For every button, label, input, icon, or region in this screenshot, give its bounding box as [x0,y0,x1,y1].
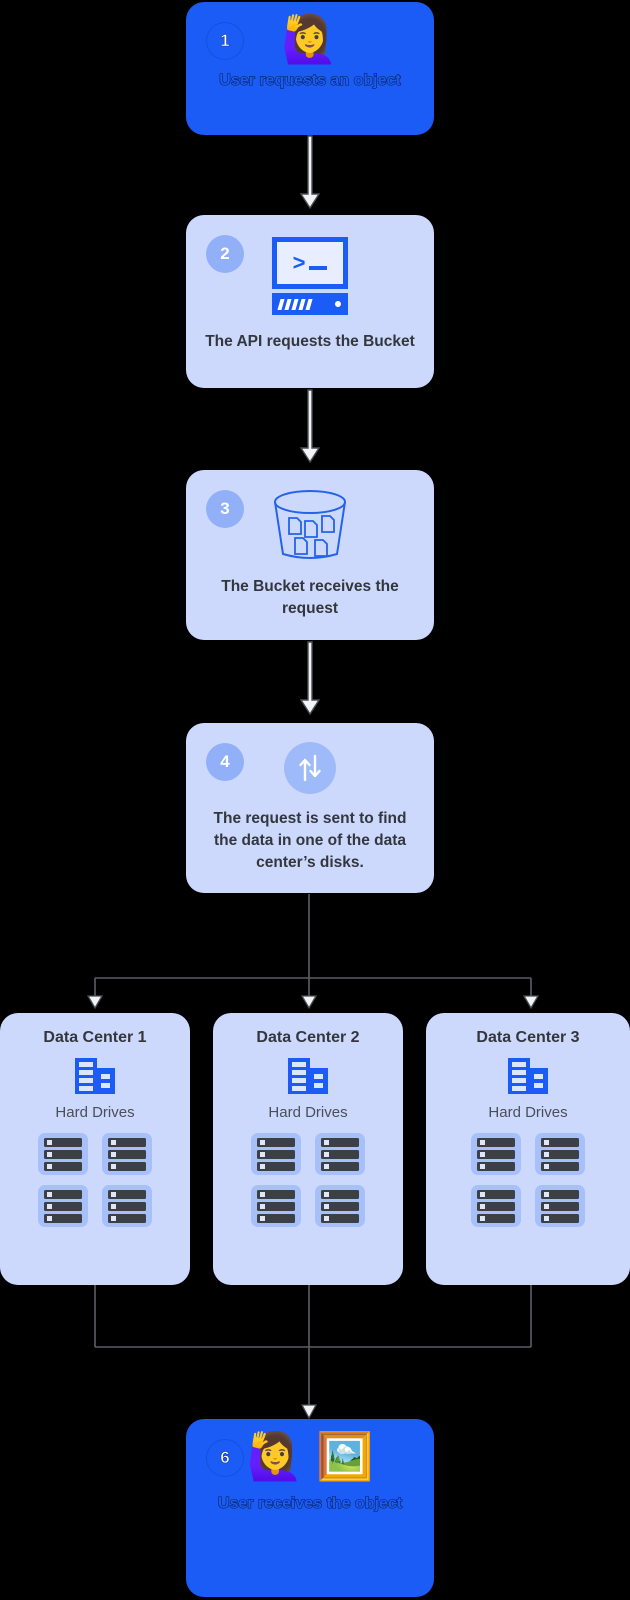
step-badge-2: 2 [206,235,244,273]
hard-drive-icon [535,1133,585,1175]
hard-drive-icon [102,1133,152,1175]
connector-3-to-4 [296,641,324,720]
office-building-icon [73,1056,117,1096]
step-label-1: User requests an object [219,71,402,89]
bucket-with-documents-icon [267,488,353,564]
hard-drive-icon [315,1185,365,1227]
step-card-1[interactable]: 1 🙋‍♀️ User requests an object [186,2,434,135]
step-badge-1: 1 [206,22,244,60]
data-center-card-3[interactable]: Data Center 3 Hard Drives [426,1013,630,1285]
data-center-card-1[interactable]: Data Center 1 Hard Drives [0,1013,190,1285]
hard-drive-icon [102,1185,152,1227]
step-1-icon-row: 🙋‍♀️ [281,16,338,62]
office-building-icon [506,1056,550,1096]
data-center-title: Data Center 2 [256,1029,360,1046]
hard-drive-icon [535,1185,585,1227]
connector-fanout-to-data-centers [86,894,540,1014]
data-center-subtitle: Hard Drives [268,1104,348,1121]
step-label-2: The API requests the Bucket [205,333,415,350]
data-center-subtitle: Hard Drives [488,1104,568,1121]
hard-drive-icon [251,1185,301,1227]
server-led-icon [335,301,341,307]
data-center-subtitle: Hard Drives [55,1104,135,1121]
step-card-4[interactable]: 4 The request is sent to find the data i… [186,723,434,893]
connector-2-to-3 [296,389,324,468]
hard-drive-grid [471,1133,585,1227]
hard-drive-icon [471,1133,521,1175]
terminal-monitor-icon: > [272,237,348,289]
office-building-icon [286,1056,330,1096]
framed-picture-emoji: 🖼️ [316,1430,374,1482]
step-card-3[interactable]: 3 The Bucket receives the request [186,470,434,640]
step-label-3: The Bucket receives the request [221,578,399,617]
step-badge-3: 3 [206,490,244,528]
hard-drive-icon [38,1133,88,1175]
data-center-title: Data Center 3 [476,1029,580,1046]
up-down-arrows-icon [284,742,336,794]
raising-hand-woman-emoji: 🙋‍♀️ [246,1430,304,1482]
hard-drive-icon [315,1133,365,1175]
connector-1-to-2 [296,135,324,214]
step-6-icon-row: 🙋‍♀️ 🖼️ [247,1433,374,1479]
hard-drive-grid [251,1133,365,1227]
step-badge-6: 6 [206,1439,244,1477]
data-center-title: Data Center 1 [43,1029,147,1046]
step-label-6: User receives the object [217,1494,403,1512]
hard-drive-grid [38,1133,152,1227]
terminal-server-icon: > [272,237,348,315]
prompt-underscore-icon [309,266,328,270]
data-center-card-2[interactable]: Data Center 2 Hard Drives [213,1013,403,1285]
step-card-6[interactable]: 6 🙋‍♀️ 🖼️ User receives the object [186,1419,434,1597]
connector-data-centers-to-user [88,1285,538,1425]
raising-hand-woman-emoji: 🙋‍♀️ [281,13,339,65]
hard-drive-icon [471,1185,521,1227]
step-card-2[interactable]: 2 > The API requests the Bucket [186,215,434,388]
prompt-caret-icon: > [292,250,306,276]
server-base-icon [272,293,348,315]
hard-drive-icon [251,1133,301,1175]
hard-drive-icon [38,1185,88,1227]
step-badge-4: 4 [206,743,244,781]
step-label-4: The request is sent to find the data in … [213,810,407,871]
server-vents-icon [277,298,313,310]
